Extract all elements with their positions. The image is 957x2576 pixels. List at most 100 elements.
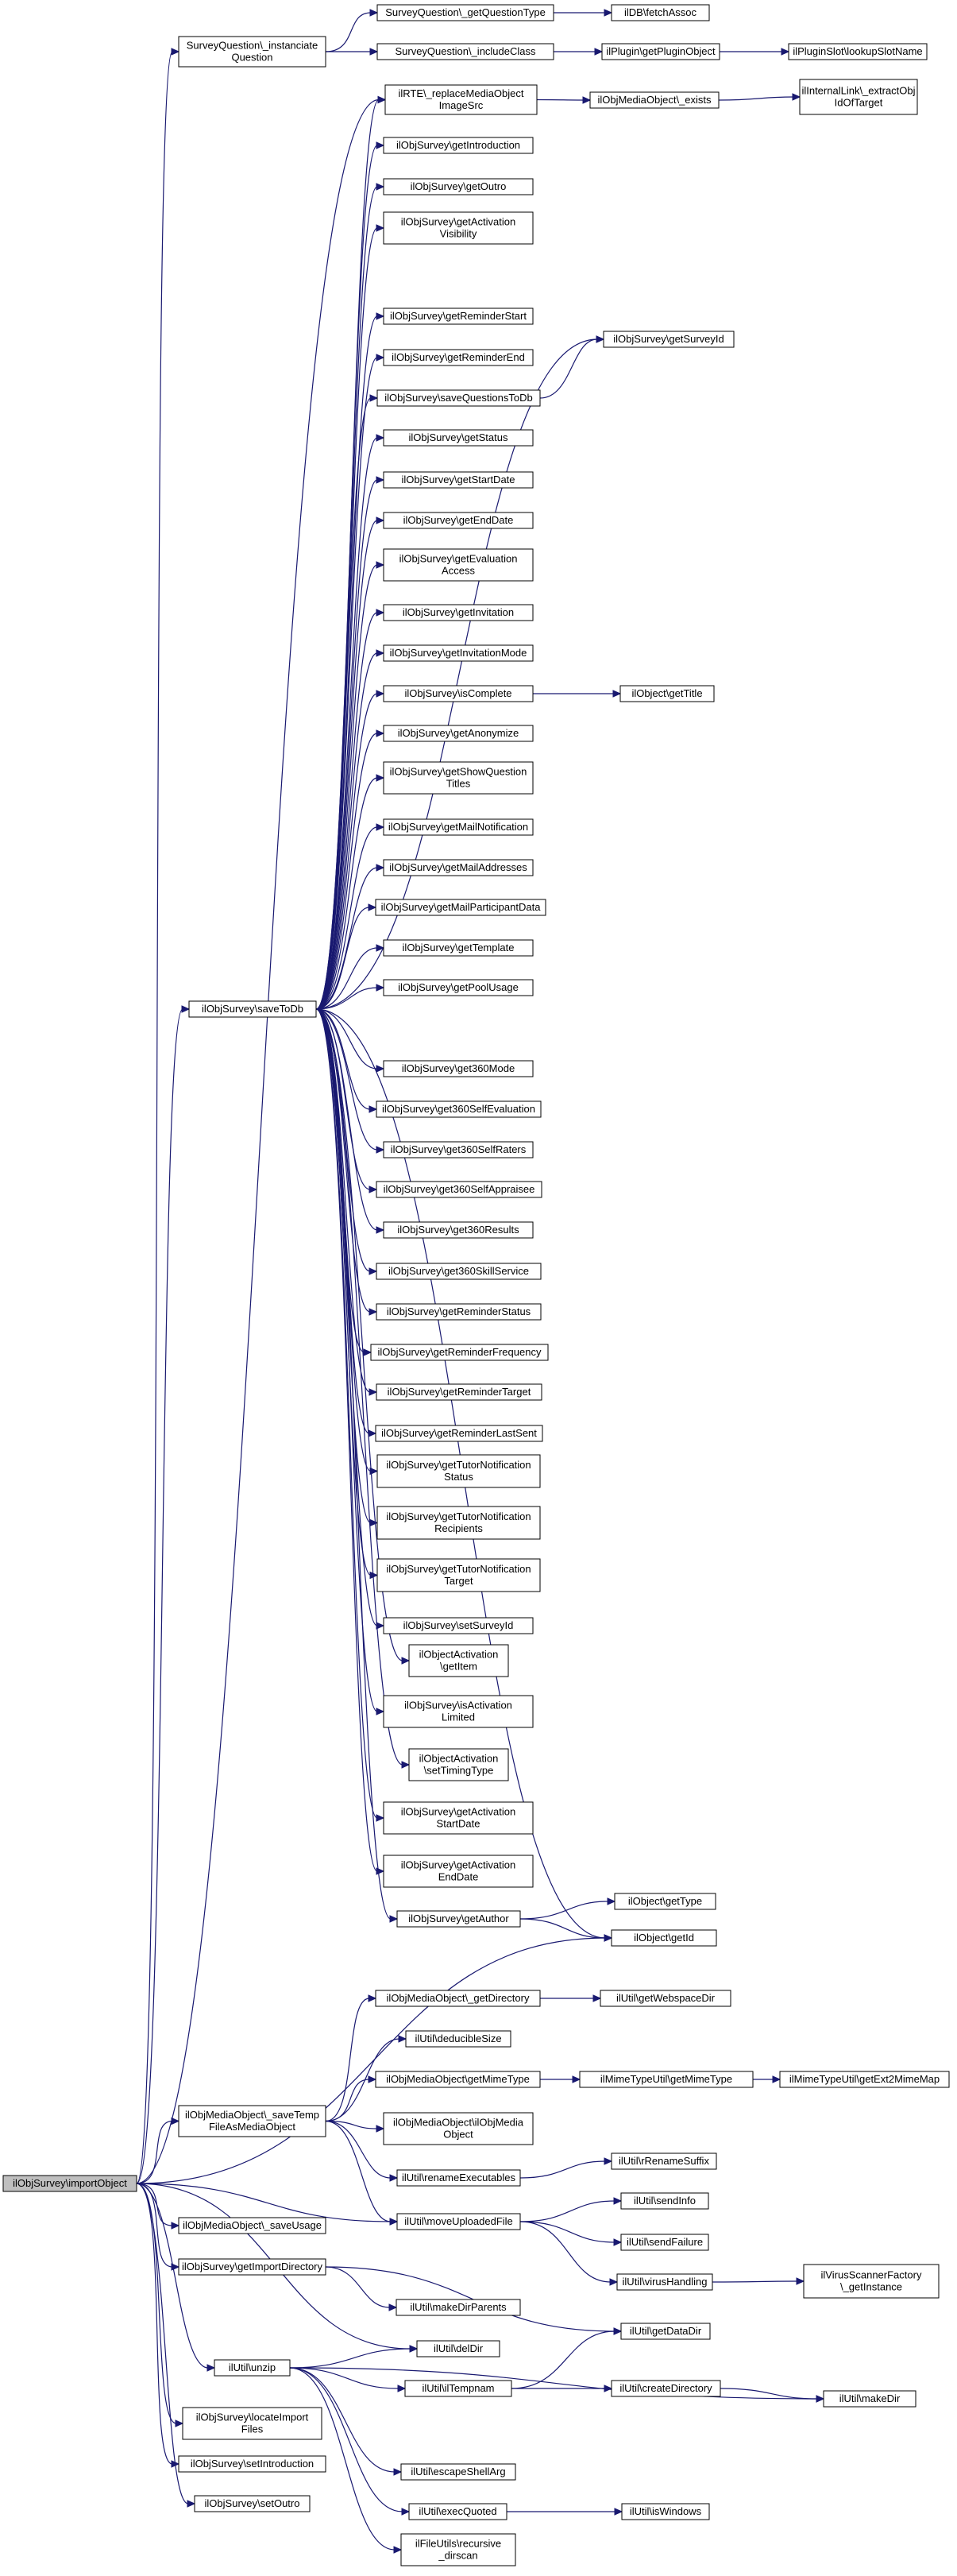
node-util-createdir[interactable]: ilUtil\createDirectory [611,2380,721,2397]
node-util-sendinfo[interactable]: ilUtil\sendInfo [620,2192,709,2210]
node-get-surveyid[interactable]: ilObjSurvey\getSurveyId [603,331,735,348]
node-set-outro[interactable]: ilObjSurvey\setOutro [194,2495,311,2512]
node-get-remstart[interactable]: ilObjSurvey\getReminderStart [383,307,534,325]
node-get-remend[interactable]: ilObjSurvey\getReminderEnd [383,349,534,366]
node-get-anon[interactable]: ilObjSurvey\getAnonymize [383,725,534,742]
node-util-deducible[interactable]: ilUtil\deducibleSize [405,2030,511,2048]
node-box [178,2105,326,2137]
node-util-virus[interactable]: ilUtil\virusHandling [616,2273,713,2291]
node-get-360results[interactable]: ilObjSurvey\get360Results [383,1221,534,1239]
arrowhead [376,1226,385,1234]
node-util-unzip[interactable]: ilUtil\unzip [214,2359,291,2377]
node-savetodb[interactable]: ilObjSurvey\saveToDb [188,1000,317,1018]
node-get-remtarget[interactable]: ilObjSurvey\getReminderTarget [376,1383,542,1401]
node-mime-getmime[interactable]: ilMimeTypeUtil\getMimeType [579,2071,754,2088]
arrowhead [376,729,385,737]
node-get-tutnotrec[interactable]: ilObjSurvey\getTutorNotificationRecipien… [376,1506,541,1540]
node-get-importdir[interactable]: ilObjSurvey\getImportDirectory [178,2258,326,2276]
node-util-iswin[interactable]: ilUtil\isWindows [621,2503,710,2520]
node-util-deldir[interactable]: ilUtil\delDir [416,2340,500,2357]
call-edge [539,338,598,399]
node-mob-getdir[interactable]: ilObjMediaObject\_getDirectory [375,1990,541,2007]
node-set-surveyid[interactable]: ilObjSurvey\setSurveyId [383,1617,534,1634]
node-get-status[interactable]: ilObjSurvey\getStatus [383,429,534,447]
node-get-360skill[interactable]: ilObjSurvey\get360SkillService [376,1263,542,1280]
node-obj-gettype[interactable]: ilObject\getType [614,1893,716,1910]
node-mob-ctor[interactable]: ilObjMediaObject\ilObjMediaObject [383,2112,534,2145]
node-label: \setTimingType [424,1765,494,1777]
node-plugin-get[interactable]: ilPlugin\getPluginObject [601,43,720,60]
node-get-360selfeval[interactable]: ilObjSurvey\get360SelfEvaluation [376,1100,542,1118]
node-get-startdate[interactable]: ilObjSurvey\getStartDate [383,471,534,489]
node-get-poolusage[interactable]: ilObjSurvey\getPoolUsage [383,979,534,996]
node-set-intro[interactable]: ilObjSurvey\setIntroduction [178,2455,326,2473]
node-mob-savetemp[interactable]: ilObjMediaObject\_saveTempFileAsMediaObj… [178,2105,326,2137]
node-get-invitation[interactable]: ilObjSurvey\getInvitation [383,604,534,621]
node-get-invmode[interactable]: ilObjSurvey\getInvitationMode [383,644,534,662]
node-util-makedir[interactable]: ilUtil\makeDir [823,2390,916,2408]
call-edge [720,2388,818,2400]
node-util-rrename[interactable]: ilUtil\rRenameSuffix [611,2152,717,2170]
node-get-intro[interactable]: ilObjSurvey\getIntroduction [383,137,534,154]
call-edge [315,1008,378,1712]
node-get-360mode[interactable]: ilObjSurvey\get360Mode [383,1060,534,1077]
node-saveq[interactable]: ilObjSurvey\saveQuestionsToDb [376,389,541,407]
node-obj-gettitle[interactable]: ilObject\getTitle [619,685,715,702]
node-label: ilObject\getId [634,1932,694,1944]
node-box [383,349,534,366]
node-get-360selfappr[interactable]: ilObjSurvey\get360SelfAppraisee [376,1181,542,1198]
node-util-rename[interactable]: ilUtil\renameExecutables [396,2169,521,2187]
node-mob-getmime[interactable]: ilObjMediaObject\getMimeType [375,2071,541,2088]
node-get-author[interactable]: ilObjSurvey\getAuthor [396,1910,521,1928]
node-get-mailpart[interactable]: ilObjSurvey\getMailParticipantData [375,899,546,916]
node-mob-saveusage[interactable]: ilObjMediaObject\_saveUsage [178,2217,326,2234]
node-util-makedirparents[interactable]: ilUtil\makeDirParents [396,2299,521,2316]
node-oa-settiming[interactable]: ilObjectActivation\setTimingType [408,1748,509,1781]
node-get-360selfraters[interactable]: ilObjSurvey\get360SelfRaters [383,1141,534,1158]
node-box [370,1344,549,1361]
node-get-mailaddr[interactable]: ilObjSurvey\getMailAddresses [383,859,534,876]
node-box [375,1990,541,2007]
node-util-sendfail[interactable]: ilUtil\sendFailure [620,2234,709,2251]
node-is-complete[interactable]: ilObjSurvey\isComplete [383,685,534,702]
node-pluginslot[interactable]: ilPluginSlot\lookupSlotName [788,43,928,60]
node-get-enddate[interactable]: ilObjSurvey\getEndDate [383,512,534,529]
node-obj-getid[interactable]: ilObject\getId [611,1929,717,1947]
node-util-execq[interactable]: ilUtil\execQuoted [408,2503,507,2520]
node-sq-inc[interactable]: SurveyQuestion\_includeClass [376,43,554,60]
node-box [214,2359,291,2377]
node-mime-ext2mime[interactable]: ilMimeTypeUtil\getExt2MimeMap [779,2071,950,2088]
node-vsf[interactable]: ilVirusScannerFactory\_getInstance [803,2264,940,2299]
node-get-remstatus[interactable]: ilObjSurvey\getReminderStatus [376,1303,542,1321]
arrowhead [604,2157,613,2165]
arrowhead [376,649,385,657]
node-get-outro[interactable]: ilObjSurvey\getOutro [383,178,534,195]
node-oa-getitem[interactable]: ilObjectActivation\getItem [408,1644,509,1677]
node-util-getdatadir[interactable]: ilUtil\getDataDir [620,2323,711,2340]
node-fu-recursive[interactable]: ilFileUtils\recursive_dirscan [400,2533,516,2566]
node-util-escape[interactable]: ilUtil\escapeShellArg [400,2463,516,2481]
node-get-mailnotif[interactable]: ilObjSurvey\getMailNotification [383,818,534,836]
node-db-fetch[interactable]: ilDB\fetchAssoc [611,4,710,21]
node-util-tempnam[interactable]: ilUtil\ilTempnam [404,2380,512,2397]
node-get-remlast[interactable]: ilObjSurvey\getReminderLastSent [375,1425,543,1442]
node-util-moveup[interactable]: ilUtil\moveUploadedFile [396,2213,521,2230]
node-util-webspace[interactable]: ilUtil\getWebspaceDir [600,1990,731,2007]
node-mob-exists[interactable]: ilObjMediaObject\_exists [589,91,720,109]
node-root[interactable]: ilObjSurvey\importObject [2,2175,137,2192]
node-get-remfreq[interactable]: ilObjSurvey\getReminderFrequency [370,1344,549,1361]
node-sq-gqt[interactable]: SurveyQuestion\_getQuestionType [376,4,554,21]
node-get-template[interactable]: ilObjSurvey\getTemplate [383,939,534,957]
